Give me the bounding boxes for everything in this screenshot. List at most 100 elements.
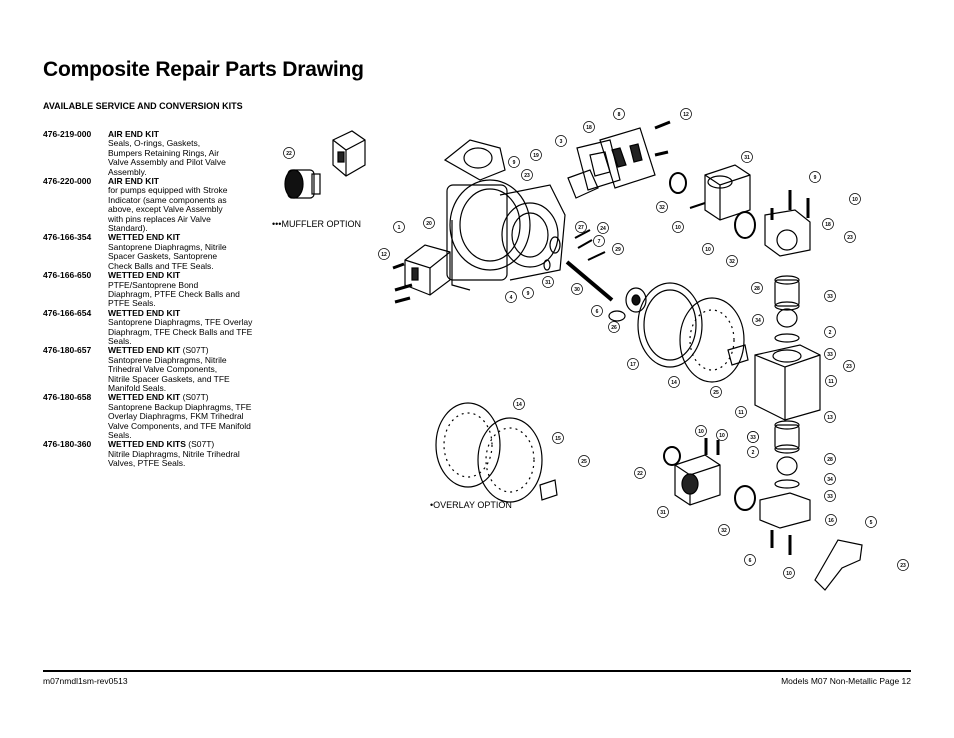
callout-number: 23 xyxy=(900,563,906,569)
callout-number: 33 xyxy=(827,494,833,500)
callout-number: 7 xyxy=(598,239,601,245)
callout-bubble xyxy=(593,235,605,247)
callout-number: 32 xyxy=(729,259,735,265)
callout-bubble xyxy=(505,291,517,303)
callout-number: 19 xyxy=(533,153,539,159)
kit-description: Santoprene Diaphragms, Nitrile Spacer Ga… xyxy=(108,241,227,271)
page-title: Composite Repair Parts Drawing xyxy=(43,58,364,81)
callout-bubble xyxy=(695,425,707,437)
callout-bubble xyxy=(744,554,756,566)
callout-number: 33 xyxy=(750,435,756,441)
callout-bubble xyxy=(825,375,837,387)
callout-number: 11 xyxy=(738,410,744,416)
callout-bubble xyxy=(657,506,669,518)
callout-number: 22 xyxy=(286,151,292,157)
callout-bubble xyxy=(530,149,542,161)
callout-number: 33 xyxy=(827,294,833,300)
callout-number: 2 xyxy=(829,330,832,336)
callout-number: 31 xyxy=(660,510,666,516)
callout-number: 32 xyxy=(721,528,727,534)
callout-bubble xyxy=(741,151,753,163)
callout-bubble xyxy=(575,221,587,233)
callout-number: 26 xyxy=(611,325,617,331)
callout-bubble xyxy=(824,453,836,465)
callout-number: 32 xyxy=(659,205,665,211)
callout-number: 29 xyxy=(615,247,621,253)
callout-bubble xyxy=(583,121,595,133)
callout-number: 17 xyxy=(630,362,636,368)
callout-number: 12 xyxy=(683,112,689,118)
callout-number: 10 xyxy=(705,247,711,253)
callout-bubble xyxy=(656,201,668,213)
callout-bubble xyxy=(571,283,583,295)
callout-number: 11 xyxy=(828,379,834,385)
callout-bubble xyxy=(672,221,684,233)
callout-number: 34 xyxy=(827,477,833,483)
callout-number: 4 xyxy=(510,295,513,301)
center-body xyxy=(443,139,566,291)
callout-bubble xyxy=(613,108,625,120)
kit-part-number: 476-180-657 xyxy=(43,345,92,356)
callout-number: 15 xyxy=(555,436,561,442)
kit-name: WETTED END KITS xyxy=(108,439,186,450)
callout-bubble xyxy=(824,490,836,502)
callout-number: 27 xyxy=(578,225,584,231)
callout-number: 16 xyxy=(828,518,834,524)
callout-number: 10 xyxy=(675,225,681,231)
kit-name: WETTED END KIT xyxy=(108,307,181,318)
muffler-option-label: •••MUFFLER OPTION xyxy=(272,219,361,229)
callout-number: 9 xyxy=(814,175,817,181)
callout-number: 23 xyxy=(846,364,852,370)
callout-bubble xyxy=(283,147,295,159)
callout-bubble xyxy=(393,221,405,233)
muffler-part xyxy=(284,169,321,199)
callout-bubble xyxy=(809,171,821,183)
callout-number: 25 xyxy=(713,390,719,396)
callout-bubble xyxy=(578,455,590,467)
footer-rule xyxy=(43,670,911,672)
callout-number: 18 xyxy=(825,222,831,228)
callout-number: 10 xyxy=(719,433,725,439)
kit-description: for pumps equipped with Stroke Indicator… xyxy=(108,185,228,234)
callout-bubble xyxy=(824,411,836,423)
callout-number: 23 xyxy=(847,235,853,241)
callout-bubble xyxy=(423,217,435,229)
kit-name: AIR END KIT xyxy=(108,129,159,139)
exploded-parts-drawing: 2211220493130681231819923272472931321010… xyxy=(272,108,909,591)
kit-suffix: (S07T) xyxy=(185,439,215,450)
callout-bubble xyxy=(378,248,390,260)
footer-page-label: Models M07 Non-Metallic Page 12 xyxy=(781,676,911,686)
footer-doc-id: m07nmdl1sm-rev0513 xyxy=(43,676,128,686)
callout-bubble xyxy=(710,386,722,398)
kit-part-number: 476-166-654 xyxy=(43,307,92,318)
callout-bubble xyxy=(542,276,554,288)
kit-suffix: (S07T) xyxy=(180,345,209,356)
callout-number: 9 xyxy=(527,291,530,297)
callout-bubble xyxy=(522,287,534,299)
callout-bubble xyxy=(555,135,567,147)
callout-number: 28 xyxy=(754,286,760,292)
callout-bubble xyxy=(702,243,714,255)
callout-number: 24 xyxy=(600,226,606,232)
callout-number: 10 xyxy=(698,429,704,435)
callout-bubble xyxy=(521,169,533,181)
callout-bubble xyxy=(597,222,609,234)
kit-description: PTFE/Santoprene Bond Diaphragm, PTFE Che… xyxy=(108,279,240,309)
callout-bubble xyxy=(513,398,525,410)
callout-bubble xyxy=(825,514,837,526)
callout-number: 14 xyxy=(671,380,677,386)
air-valve-left xyxy=(404,244,451,296)
callout-number: 14 xyxy=(516,402,522,408)
kit-name: AIR END KIT xyxy=(108,176,159,187)
overlay-option-label: •OVERLAY OPTION xyxy=(430,500,512,510)
kit-description: Santoprene Diaphragms, TFE Overlay Diaph… xyxy=(108,317,253,346)
callout-bubble xyxy=(849,193,861,205)
kit-part-number: 476-180-658 xyxy=(43,392,92,403)
kit-name: WETTED END KIT xyxy=(108,392,181,403)
callout-bubble xyxy=(751,282,763,294)
callout-bubble xyxy=(634,467,646,479)
kit-part-number: 476-166-650 xyxy=(43,270,92,281)
callout-number: 13 xyxy=(827,415,833,421)
